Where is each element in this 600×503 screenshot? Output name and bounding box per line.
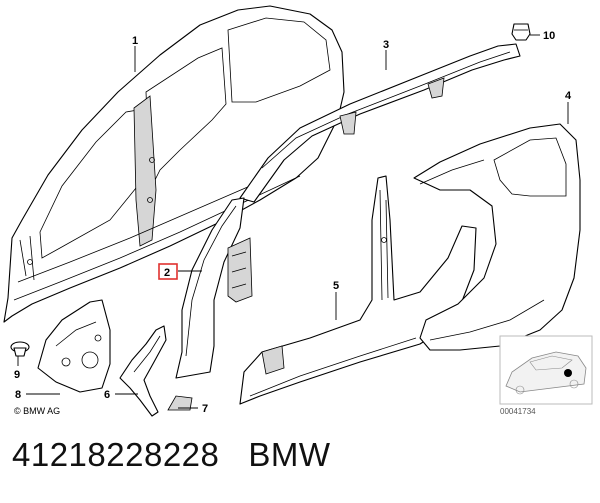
label-8: 8 [15, 389, 21, 401]
part-4-rear-quarter-panel [413, 123, 581, 351]
label-7: 7 [202, 403, 208, 415]
label-5: 5 [333, 280, 339, 292]
part-2-pillar-reinforcement [175, 197, 253, 379]
label-4: 4 [565, 90, 572, 102]
label-10: 10 [543, 30, 555, 42]
part-number: 41218228228 [12, 436, 220, 473]
highlight-box [158, 263, 178, 280]
part-3-roof-rail [239, 43, 521, 203]
label-6: 6 [104, 389, 110, 401]
label-9: 9 [14, 369, 20, 381]
part-6-hinge-reinforcement [119, 325, 167, 417]
label-3: 3 [383, 39, 389, 51]
brand-name: BMW [248, 436, 331, 473]
part-caption: 41218228228 BMW [12, 436, 331, 474]
thumbnail-marker [564, 369, 572, 377]
part-10-grommet [511, 23, 531, 41]
vehicle-thumbnail [499, 335, 593, 405]
part-5-inner-side-panel [239, 175, 477, 405]
thumbnail-code: 00041734 [500, 407, 536, 416]
copyright-text: © BMW AG [14, 406, 60, 416]
part-9-clip [10, 341, 30, 357]
leader-lines [17, 34, 569, 409]
label-2: 2 [164, 267, 170, 279]
part-1-side-frame [3, 5, 345, 323]
label-1: 1 [132, 35, 138, 47]
part-7-small-bracket [167, 395, 193, 411]
part-8-inner-bracket [37, 299, 111, 393]
